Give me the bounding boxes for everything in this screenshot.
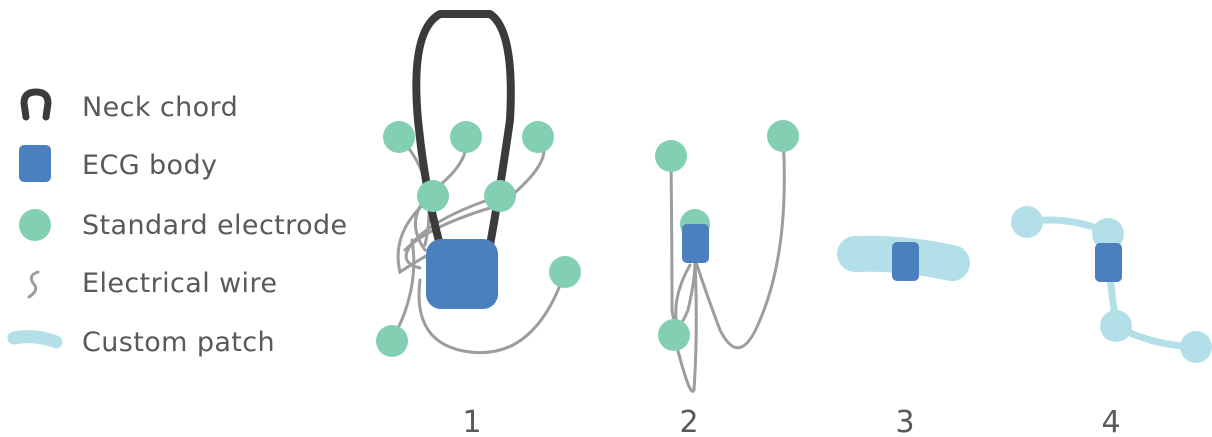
standard-electrode [450, 121, 482, 153]
legend-item-custom-patch: Custom patch [7, 327, 275, 358]
electrical-wire [694, 135, 786, 350]
custom-patch-pad [1180, 331, 1212, 363]
standard-electrode [522, 121, 554, 153]
neck-chord-icon [20, 88, 52, 121]
legend-label: Neck chord [82, 92, 238, 123]
standard-electrode [417, 180, 449, 212]
ecg-body [892, 242, 919, 281]
legend-label: Standard electrode [82, 210, 348, 241]
electrical-wire [390, 238, 416, 342]
electrical-wire [672, 260, 698, 393]
ecg-body-icon [19, 145, 51, 182]
standard-electrode [549, 256, 581, 288]
electrode-icon [19, 209, 51, 241]
legend-item-neck-chord: Neck chord [20, 88, 238, 123]
legend-item-ecg-body: ECG body [19, 145, 217, 182]
patch-icon [7, 330, 63, 349]
configuration-label: 1 [462, 405, 481, 437]
electrical-wire [396, 194, 435, 275]
standard-electrode [767, 120, 799, 152]
wire-icon [27, 270, 40, 299]
standard-electrode [655, 140, 687, 172]
legend-item-electrical-wire: Electrical wire [27, 268, 277, 299]
electrical-wires [669, 135, 786, 393]
standard-electrode [658, 319, 690, 351]
configuration-1: 1 [376, 10, 581, 437]
legend-label: ECG body [82, 150, 217, 181]
electrical-wire [404, 194, 502, 270]
legend-label: Custom patch [82, 327, 275, 358]
ecg-body [1095, 243, 1122, 282]
custom-patch-pad [1092, 218, 1124, 250]
configuration-label: 3 [895, 405, 914, 437]
electrical-wire [669, 155, 697, 327]
standard-electrode [376, 325, 408, 357]
legend: Neck chord ECG body Standard electrode E… [7, 88, 348, 358]
configuration-2: 2 [655, 120, 799, 437]
configuration-label: 4 [1101, 405, 1120, 437]
custom-patch-pad [1011, 206, 1043, 238]
legend-item-standard-electrode: Standard electrode [19, 209, 348, 241]
standard-electrode [383, 121, 415, 153]
electrical-wire [417, 270, 567, 355]
legend-label: Electrical wire [82, 268, 277, 299]
standard-electrode [484, 180, 516, 212]
configuration-3: 3 [837, 235, 970, 437]
ecg-body [682, 224, 709, 263]
custom-patch-pad [1100, 310, 1132, 342]
ecg-body [426, 239, 498, 309]
configuration-label: 2 [679, 405, 698, 437]
configuration-4: 4 [1011, 206, 1212, 437]
neck-chord [412, 10, 515, 249]
